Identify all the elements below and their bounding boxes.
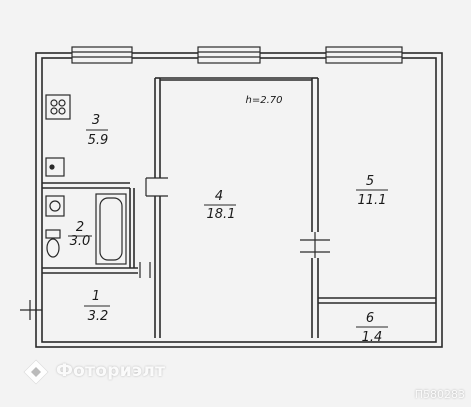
room-5-area: 11.1 bbox=[358, 193, 387, 208]
room-1-number: 1 bbox=[92, 289, 100, 304]
watermark-logo-icon bbox=[23, 359, 49, 385]
interior-walls bbox=[42, 77, 436, 338]
kitchen-stove-icon bbox=[45, 94, 71, 120]
kitchen-sink-icon bbox=[45, 157, 65, 177]
washbasin-icon bbox=[45, 195, 65, 217]
room-5-number: 5 bbox=[366, 174, 374, 189]
room-6-number: 6 bbox=[366, 311, 374, 326]
door-openings bbox=[20, 177, 330, 320]
room-6-area: 1.4 bbox=[362, 330, 383, 345]
watermark-brand: Фоториэлт bbox=[56, 361, 166, 381]
ceiling-height-label: h=2.70 bbox=[246, 95, 283, 106]
room-4-number: 4 bbox=[215, 189, 223, 204]
room-2-area: 3.0 bbox=[70, 234, 91, 249]
toilet-icon bbox=[45, 229, 61, 258]
room-2-number: 2 bbox=[76, 220, 84, 235]
top-windows bbox=[71, 46, 403, 64]
bathtub-icon bbox=[95, 193, 127, 265]
room-1-area: 3.2 bbox=[88, 309, 109, 324]
room-3-number: 3 bbox=[92, 113, 100, 128]
room-4-area: 18.1 bbox=[207, 207, 236, 222]
room-3-area: 5.9 bbox=[88, 133, 109, 148]
watermark-code: П580283 bbox=[414, 388, 465, 401]
